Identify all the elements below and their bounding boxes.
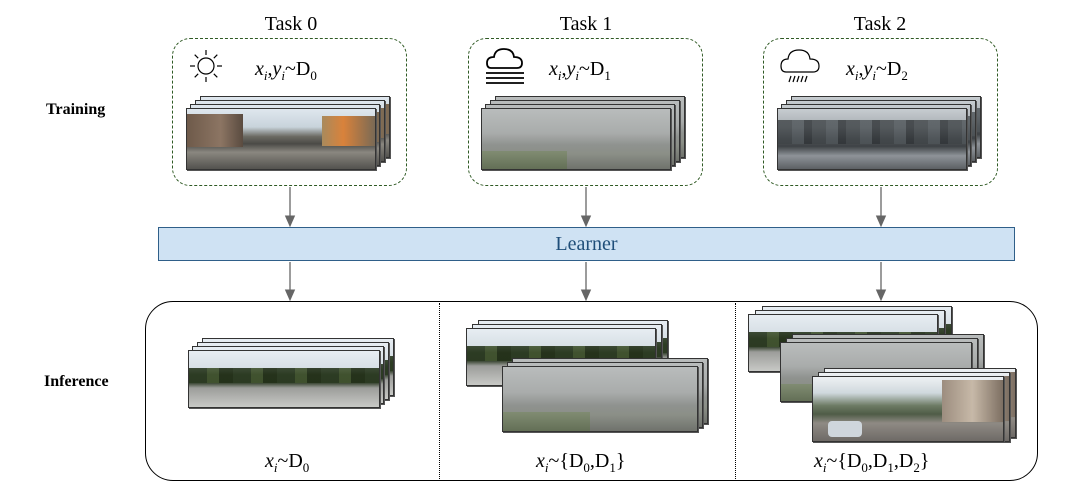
task-2-image-stack [777, 96, 983, 172]
task-1-title: Task 1 [559, 13, 613, 35]
inference-1-formula: xi~{D0,D1} [536, 450, 626, 475]
task-0-title: Task 0 [264, 13, 318, 35]
inference-0-image-stack [188, 338, 396, 410]
rain-cloud-icon [780, 49, 820, 83]
inference-box [145, 301, 1038, 481]
inference-0-formula: xi~D0 [265, 450, 310, 475]
inference-label: Inference [44, 373, 109, 390]
inference-2-formula: xi~{D0,D1,D2} [814, 450, 930, 475]
sun-icon [190, 50, 222, 82]
task-1-image-stack [481, 96, 687, 172]
learner-bar: Learner [158, 227, 1015, 261]
task-2-formula: xi,yi~D2 [846, 58, 908, 83]
task-0-formula: xi,yi~D0 [255, 58, 317, 83]
inference-divider-1 [439, 303, 440, 479]
inference-2-image-stack [748, 306, 1016, 442]
task-0-image-stack [186, 96, 392, 172]
task-2-title: Task 2 [853, 13, 907, 35]
task-1-formula: xi,yi~D1 [549, 58, 611, 83]
training-label: Training [46, 101, 106, 118]
inference-divider-2 [735, 303, 736, 479]
inference-1-image-stack [466, 320, 714, 432]
fog-cloud-icon [486, 48, 524, 84]
